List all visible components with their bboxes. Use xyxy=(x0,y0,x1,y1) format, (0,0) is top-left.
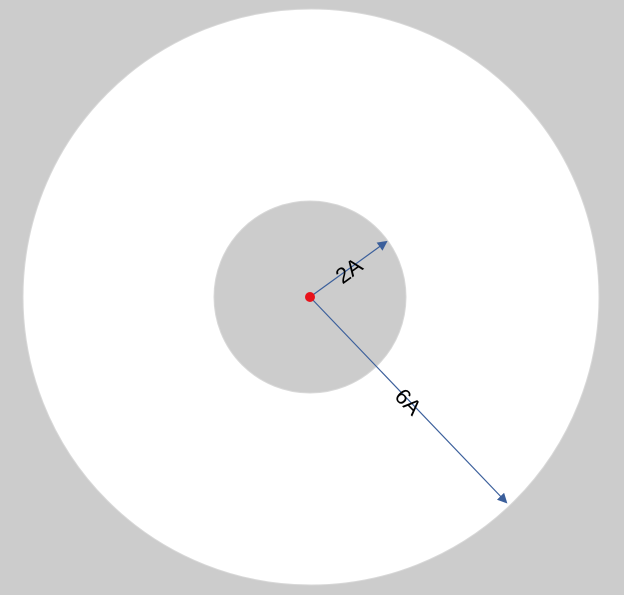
outer-radius-arrow xyxy=(309,296,508,504)
inner-radius-arrow xyxy=(309,240,388,298)
center-point xyxy=(305,292,315,302)
